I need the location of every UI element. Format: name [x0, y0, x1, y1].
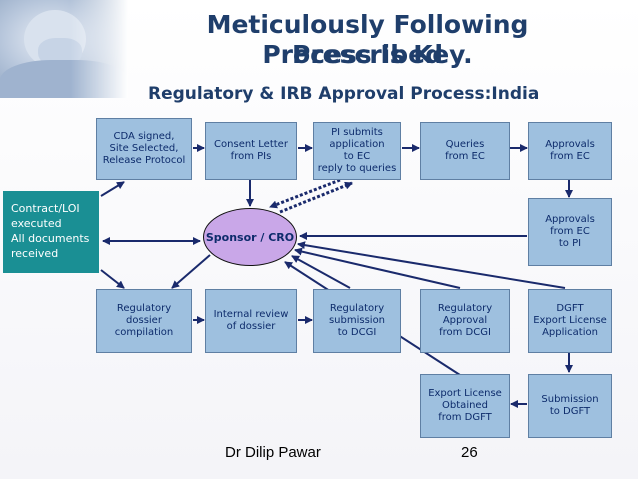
box-consent-label: Consent Letter from PIs — [214, 139, 288, 162]
contract-loi-box: Contract/LOI executed All documents rece… — [3, 191, 99, 273]
photo-fade — [0, 0, 128, 98]
box-regulatory-dossier: Regulatory dossier compilation — [96, 289, 192, 353]
box-queries-label: Queries from EC — [445, 139, 485, 162]
box-regulatory-submission: Regulatory submission to DCGI — [313, 289, 401, 353]
box-cda-signed: CDA signed, Site Selected, Release Proto… — [96, 118, 192, 180]
footer-author: Dr Dilip Pawar — [225, 444, 321, 461]
box-reg-approval-label: Regulatory Approval from DCGI — [437, 303, 493, 338]
arrow-regapproval-sponsor — [294, 247, 461, 289]
box-export-license-label: Export License Obtained from DGFT — [428, 388, 502, 423]
box-approvals-pi: Approvals from EC to PI — [528, 198, 612, 266]
box-queries: Queries from EC — [420, 122, 510, 180]
sponsor-cro-label: Sponsor / CRO — [205, 230, 295, 244]
arrow-submission-sponsor — [291, 255, 351, 289]
box-dgft-label: DGFT Export License Application — [533, 303, 607, 338]
arrow-contract-cda — [100, 181, 125, 197]
box-dgft-export: DGFT Export License Application — [528, 289, 612, 353]
box-consent-letter: Consent Letter from PIs — [205, 122, 297, 180]
box-submission-dgft-label: Submission to DGFT — [541, 394, 599, 417]
box-approvals: Approvals from EC — [528, 122, 612, 180]
sponsor-cro-oval: Sponsor / CRO — [203, 208, 297, 266]
box-reg-dossier-label: Regulatory dossier compilation — [114, 303, 174, 338]
arrow-contract-dossier — [100, 269, 125, 289]
box-pi-submits: PI submits application to EC reply to qu… — [313, 122, 401, 180]
box-export-license: Export License Obtained from DGFT — [420, 374, 510, 438]
arrow-dgft-sponsor — [297, 241, 566, 289]
box-cda-label: CDA signed, Site Selected, Release Proto… — [102, 131, 186, 166]
footer-page-number: 26 — [461, 444, 478, 461]
box-internal-review: Internal review of dossier — [205, 289, 297, 353]
slide-subtitle: Regulatory & IRB Approval Process:India — [148, 84, 540, 104]
arrow-sponsor-dossier — [171, 254, 211, 289]
box-reg-submission-label: Regulatory submission to DCGI — [328, 303, 386, 338]
dotted-arrow-pi-sponsor — [269, 178, 341, 209]
box-submission-dgft: Submission to DGFT — [528, 374, 612, 438]
box-approvals-label: Approvals from EC — [545, 139, 595, 162]
box-internal-label: Internal review of dossier — [213, 309, 289, 332]
slide-title-line1: Meticulously Following Prescribed — [206, 10, 529, 69]
box-regulatory-approval: Regulatory Approval from DCGI — [420, 289, 510, 353]
box-pi-label: PI submits application to EC reply to qu… — [317, 127, 397, 174]
dotted-arrow-sponsor-pi — [279, 181, 353, 214]
box-approvals-pi-label: Approvals from EC to PI — [545, 214, 595, 249]
surgeon-photo — [0, 0, 128, 98]
slide-title-line2: Process Is Key. — [262, 40, 473, 69]
